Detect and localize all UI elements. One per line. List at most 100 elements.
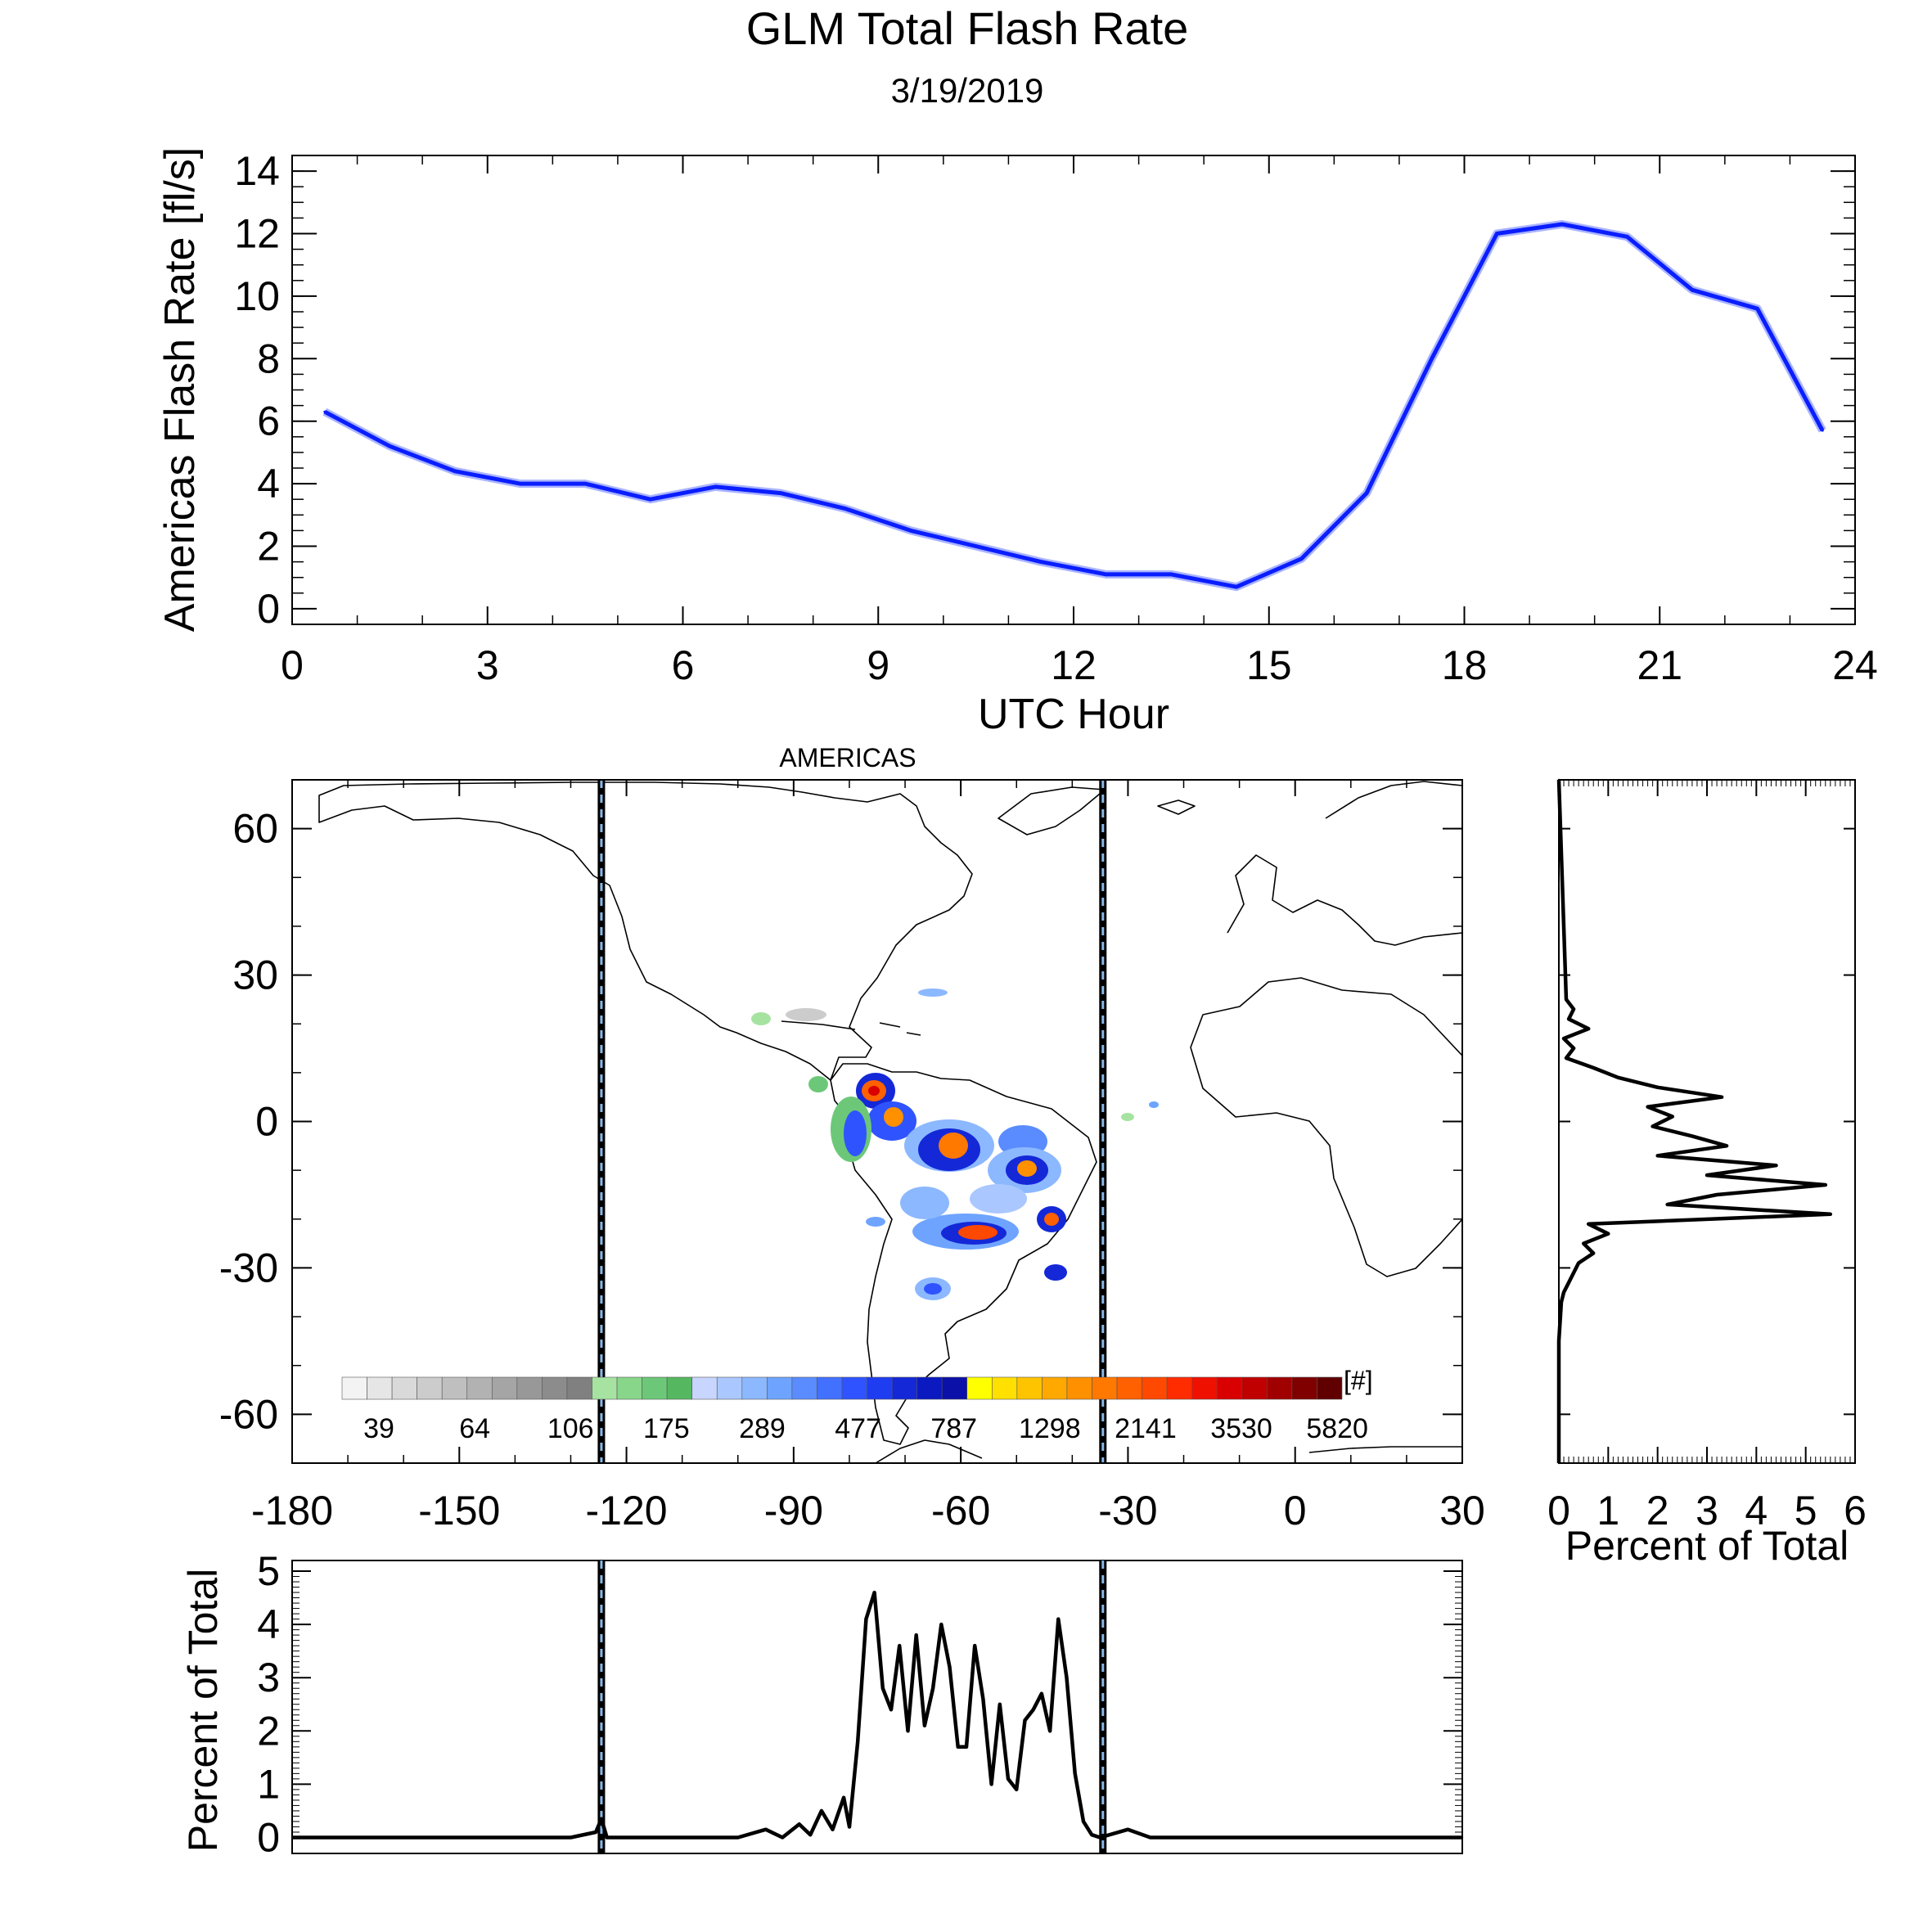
lon-profile-point	[957, 1745, 959, 1749]
lon-profile-point	[831, 1828, 834, 1831]
map-y-tick-label: 60	[232, 806, 278, 852]
map-x-tick-label: -90	[764, 1488, 823, 1533]
lat-profile-point	[1572, 1008, 1575, 1011]
lat-profile-point	[1646, 1106, 1649, 1108]
map-x-tick-label: 30	[1439, 1488, 1485, 1533]
lon-profile-point	[764, 1828, 768, 1831]
lon-profile-point	[856, 1741, 859, 1743]
lat-profile-point	[1587, 1223, 1590, 1225]
colorbar-swatch	[767, 1376, 793, 1400]
coast-europe	[1227, 781, 1463, 946]
lat-profile-point	[1651, 1125, 1654, 1128]
colorbar-label: 289	[739, 1413, 786, 1444]
colorbar-label: 3530	[1210, 1413, 1272, 1444]
y-tick-label: 8	[257, 336, 280, 381]
colorbar-swatch	[441, 1376, 468, 1400]
lon-profile-point	[948, 1665, 951, 1669]
lon-profile-point	[881, 1687, 885, 1690]
rate-point	[1169, 573, 1173, 576]
map-y-tick-label: 0	[255, 1099, 278, 1145]
lat-profile-point	[1557, 1340, 1560, 1343]
lon-profile-point	[1057, 1618, 1060, 1620]
map-x-tick-label: 0	[1284, 1488, 1307, 1533]
flash-density-field	[751, 989, 1159, 1300]
colorbar-swatch	[542, 1376, 568, 1400]
rate-point	[1625, 235, 1628, 238]
lon-profile-point	[990, 1783, 993, 1786]
lon-profile-point	[781, 1836, 784, 1839]
lat-profile-frame	[1558, 779, 1856, 1464]
colorbar-swatch	[367, 1376, 393, 1400]
lon-profile-point	[865, 1618, 867, 1620]
colorbar-swatch	[417, 1376, 443, 1400]
colorbar-label: 106	[547, 1413, 594, 1444]
colorbar-label: 175	[643, 1413, 690, 1444]
coast-iceland	[1157, 799, 1196, 815]
colorbar-swatch	[891, 1376, 917, 1400]
rate-point	[975, 545, 978, 547]
x-tick-label: 9	[867, 642, 889, 688]
lon-y-tick-label: 1	[257, 1761, 280, 1807]
map-y-tick-label: -60	[219, 1391, 278, 1437]
lon-profile-point	[965, 1745, 968, 1749]
colorbar-swatch	[516, 1376, 543, 1400]
map-x-tick-label: -30	[1098, 1488, 1157, 1533]
lat-profile-point	[1720, 1096, 1723, 1098]
hourly-rate-ticks	[291, 155, 1856, 624]
colorbar-swatch	[566, 1376, 592, 1400]
lon-profile-point	[594, 1831, 597, 1834]
lat-profile-series	[1556, 778, 1833, 1465]
colorbar-swatch	[1317, 1376, 1343, 1400]
lon-y-tick-label: 3	[257, 1655, 280, 1700]
lat-profile-point	[1565, 998, 1568, 1001]
rate-point	[909, 529, 912, 532]
lat-profile-point	[1562, 1291, 1565, 1294]
lon-profile-point	[820, 1809, 823, 1813]
lat-profile-point	[1775, 1164, 1777, 1167]
colorbar-swatch	[741, 1376, 768, 1400]
colorbar-swatch	[867, 1376, 893, 1400]
colorbar-label: 5820	[1306, 1413, 1368, 1444]
colorbar-swatch	[1092, 1376, 1118, 1400]
coast-caribbean	[781, 1020, 921, 1036]
y-tick-label: 2	[257, 524, 280, 570]
x-tick-label: 15	[1246, 642, 1292, 688]
lat-x-tick-label: 0	[1547, 1488, 1570, 1533]
lat-profile-point	[1582, 1242, 1585, 1245]
y-tick-label: 0	[257, 586, 280, 632]
lat-profile-point	[1572, 1047, 1575, 1050]
lat-profile-line	[1556, 779, 1833, 1463]
lon-profile-point	[898, 1644, 901, 1647]
lon-profile-point	[1099, 1836, 1101, 1839]
y-tick-label: 14	[234, 148, 280, 194]
rate-point	[1105, 573, 1108, 576]
lon-profile-point	[889, 1709, 893, 1711]
lon-profile-point	[907, 1730, 909, 1732]
map-y-tick-label: -30	[219, 1245, 278, 1290]
lat-profile-point	[1567, 1018, 1570, 1020]
lat-x-tick-label: 3	[1696, 1488, 1718, 1533]
lat-profile-point	[1705, 1173, 1709, 1177]
colorbar-swatch	[491, 1376, 518, 1400]
lon-profile-point	[290, 1836, 294, 1839]
lon-profile-point	[1024, 1719, 1026, 1722]
map-y-tick-label: 30	[232, 952, 278, 998]
rate-point	[1039, 561, 1043, 564]
colorbar-swatch	[716, 1376, 743, 1400]
lon-profile-ylabel: Percent of Total	[180, 1569, 226, 1853]
rate-point	[1430, 357, 1434, 360]
lon-profile-frame	[291, 1560, 1463, 1854]
rate-point	[844, 507, 847, 511]
lat-x-tick-label: 6	[1844, 1488, 1867, 1533]
y-tick-label: 10	[234, 273, 280, 319]
x-tick-label: 3	[476, 642, 499, 688]
lon-profile-point	[1065, 1677, 1068, 1679]
colorbar-swatch	[1216, 1376, 1243, 1400]
lat-profile-point	[1572, 1272, 1575, 1274]
colorbar-swatch	[992, 1376, 1018, 1400]
rate-point	[1756, 307, 1759, 310]
